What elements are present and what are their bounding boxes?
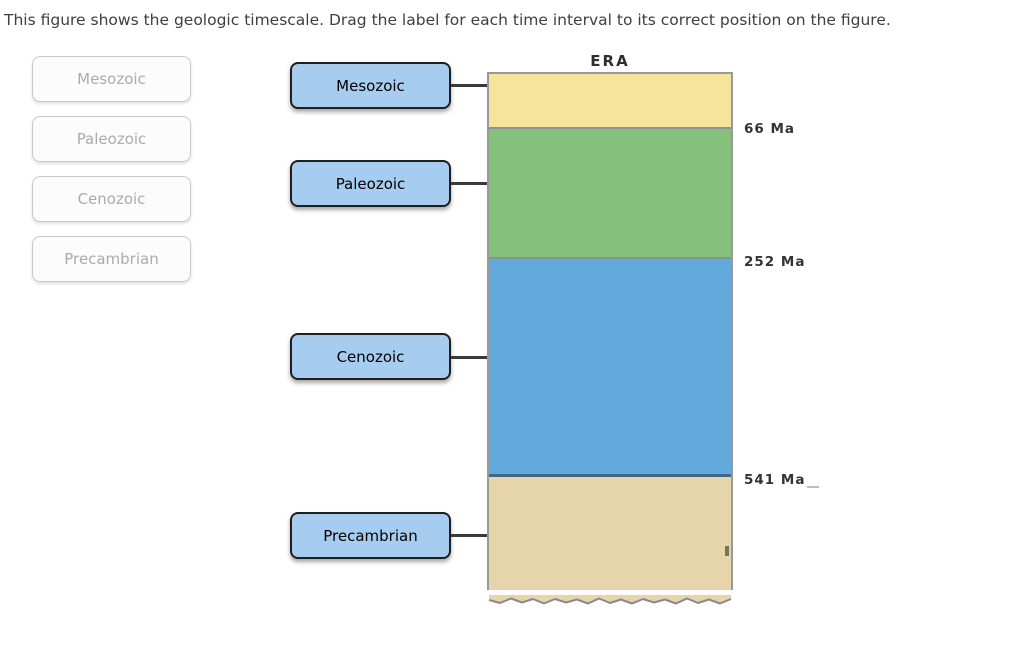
- leader-line-mesozoic: [451, 84, 495, 87]
- placed-label-text: Precambrian: [323, 526, 418, 545]
- placed-label-text: Mesozoic: [336, 76, 405, 95]
- leader-line-cenozoic: [451, 356, 495, 359]
- placed-label-mesozoic[interactable]: Mesozoic: [290, 62, 451, 109]
- bank-item-label: Cenozoic: [77, 190, 146, 208]
- placed-label-text: Paleozoic: [335, 174, 406, 193]
- era-band-4[interactable]: [489, 477, 731, 590]
- bank-item-label: Mesozoic: [77, 70, 146, 88]
- era-band-2[interactable]: [489, 129, 731, 259]
- era-band-3[interactable]: [489, 259, 731, 477]
- bank-item-mesozoic[interactable]: Mesozoic: [32, 56, 191, 102]
- bank-item-paleozoic[interactable]: Paleozoic: [32, 116, 191, 162]
- leader-line-paleozoic: [451, 182, 495, 185]
- era-band-1[interactable]: [489, 74, 731, 129]
- era-axis-title: ERA: [590, 52, 630, 70]
- boundary-label-66ma: 66 Ma: [744, 121, 796, 137]
- small-tick-artifact: [725, 546, 729, 556]
- boundary-label-252ma: 252 Ma: [744, 254, 806, 270]
- bank-item-label: Paleozoic: [76, 130, 147, 148]
- torn-edge-graphic: [488, 595, 732, 605]
- timescale-column: [487, 72, 733, 590]
- boundary-label-541ma: 541 Ma: [744, 472, 806, 488]
- placed-label-precambrian[interactable]: Precambrian: [290, 512, 451, 559]
- bank-item-cenozoic[interactable]: Cenozoic: [32, 176, 191, 222]
- bank-item-label: Precambrian: [64, 250, 159, 268]
- instruction-text: This figure shows the geologic timescale…: [4, 11, 891, 29]
- faint-dash-artifact: [807, 486, 819, 488]
- bank-item-precambrian[interactable]: Precambrian: [32, 236, 191, 282]
- leader-line-precambrian: [451, 534, 495, 537]
- placed-label-cenozoic[interactable]: Cenozoic: [290, 333, 451, 380]
- placed-label-paleozoic[interactable]: Paleozoic: [290, 160, 451, 207]
- placed-label-text: Cenozoic: [336, 347, 405, 366]
